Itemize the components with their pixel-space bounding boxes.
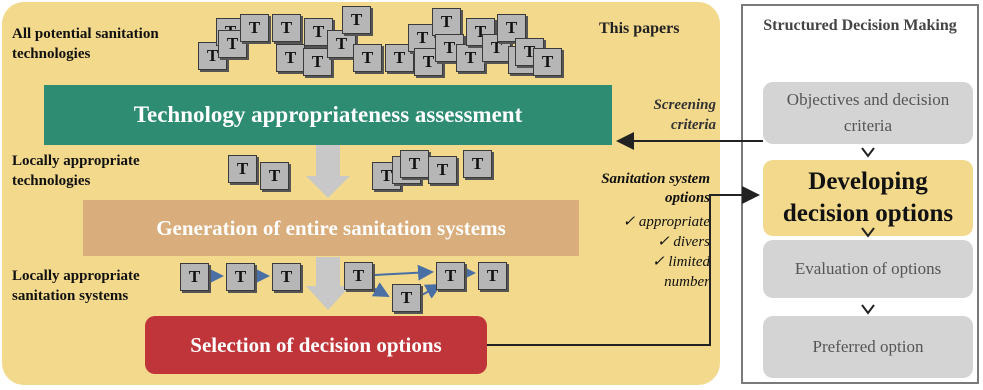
sdm-preferred-box: Preferred option (763, 316, 973, 378)
technology-tile: T (353, 44, 382, 72)
label-local-systems: Locally appropriate sanitation systems (12, 268, 140, 304)
criterion-appropriate: ✓ appropriate (622, 214, 710, 230)
technology-tile: T (344, 262, 373, 290)
technology-tile: T (272, 263, 301, 291)
technology-tile: T (428, 156, 457, 184)
chevron-down-icon (861, 147, 875, 158)
label-local-technologies: Locally appropriate technologies (12, 153, 140, 189)
technology-tile: T (327, 30, 356, 58)
label-all-technologies: All potential sanitation technologies (12, 26, 159, 62)
criterion-number: number (664, 274, 710, 290)
technology-tile: T (497, 14, 526, 42)
technology-tile: T (180, 263, 209, 291)
step-decision-options: Selection of decision options (145, 316, 487, 374)
technology-tile: T (260, 162, 289, 190)
technology-tile: T (385, 44, 414, 72)
technology-tile: T (436, 262, 465, 290)
sdm-objectives-box: Objectives and decision criteria (763, 82, 973, 144)
technology-tile: T (342, 6, 371, 34)
technology-tile: T (478, 262, 507, 290)
sdm-evaluation-box: Evaluation of options (763, 240, 973, 298)
chevron-down-icon (861, 304, 875, 315)
technology-tile: T (228, 155, 257, 183)
technology-tile: T (392, 284, 421, 312)
screening-criteria-label: Screening criteria (653, 97, 716, 133)
step-technology-assessment: Technology appropriateness assessment (44, 85, 612, 145)
technology-tile: T (463, 150, 492, 178)
down-arrow-2 (306, 257, 350, 310)
options-title: Sanitation system options (601, 171, 710, 206)
technology-tile: T (400, 150, 429, 178)
technology-tile: T (240, 14, 269, 42)
technology-tile: T (533, 48, 562, 76)
sdm-developing-options-box: Developing decision options (763, 160, 973, 236)
criterion-limited: ✓ limited (652, 254, 710, 270)
criterion-divers: ✓ divers (657, 234, 710, 250)
technology-tile: T (432, 8, 461, 36)
corner-label: This papers (599, 20, 680, 37)
technology-tile: T (226, 263, 255, 291)
chevron-down-icon (861, 227, 875, 238)
sdm-title: Structured Decision Making (763, 17, 957, 34)
chain-arrow (374, 264, 434, 281)
down-arrow-1 (306, 145, 350, 198)
technology-tile: T (276, 44, 305, 72)
step-system-generation: Generation of entire sanitation systems (83, 200, 579, 256)
technology-tile: T (272, 14, 301, 42)
options-connector (487, 186, 760, 346)
